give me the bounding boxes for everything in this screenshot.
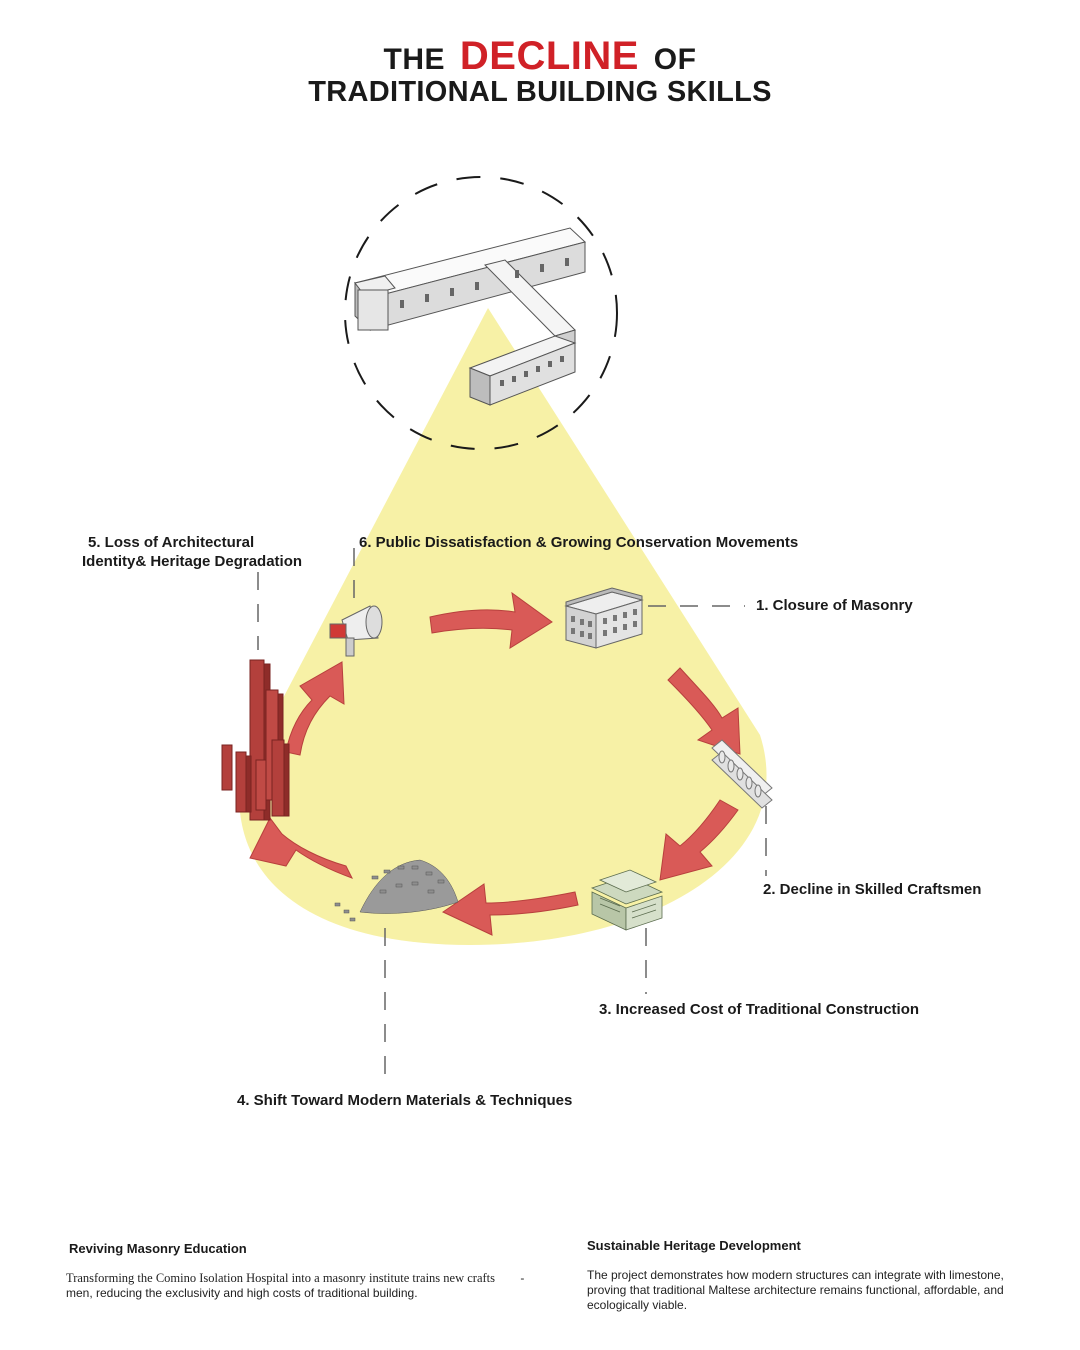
- footer-right-heading: Sustainable Heritage Development: [587, 1238, 801, 1253]
- arrow-6-to-1: [429, 591, 553, 649]
- step-1-label: 1. Closure of Masonry: [756, 597, 913, 614]
- footer-right-line2: proving that traditional Maltese archite…: [587, 1283, 1004, 1297]
- title-the: THE: [383, 43, 446, 76]
- footer-left-line1: Transforming the Comino Isolation Hospit…: [66, 1271, 495, 1285]
- balustrade-icon: [711, 739, 773, 809]
- page-title-line1: THE DECLINE OF: [0, 34, 1080, 79]
- footer-left-line1-dash: -: [520, 1271, 525, 1285]
- step-5-label-line2: Identity& Heritage Degradation: [82, 553, 303, 570]
- towers-icon: [221, 659, 290, 821]
- magnifier-circle: [344, 176, 618, 450]
- title-of: OF: [653, 43, 697, 76]
- building-icon: [564, 587, 644, 649]
- arrow-2-to-3: [659, 799, 739, 881]
- footer-left-line2: men, reducing the exclusivity and high c…: [66, 1286, 418, 1300]
- step-5-label-line1: 5. Loss of Architectural: [88, 534, 255, 551]
- step-5-label: 5. Loss of Architectural Identity& Herit…: [82, 533, 302, 571]
- megaphone-icon: [329, 605, 383, 657]
- hospital-building-icon: [354, 227, 587, 406]
- cycle-arrows: [249, 591, 741, 936]
- money-stack-icon: [590, 869, 664, 931]
- footer-left-text: Transforming the Comino Isolation Hospit…: [66, 1271, 546, 1301]
- step-2-label: 2. Decline in Skilled Craftsmen: [763, 881, 982, 898]
- step-3-label: 3. Increased Cost of Traditional Constru…: [599, 1001, 920, 1018]
- arrow-5-to-6: [285, 661, 345, 756]
- arrow-3-to-4: [441, 883, 579, 936]
- page-title-line2: TRADITIONAL BUILDING SKILLS: [308, 76, 772, 108]
- step-6-label: 6. Public Dissatisfaction & Growing Cons…: [359, 534, 799, 551]
- footer-right-line3: ecologically viable.: [587, 1298, 688, 1312]
- leader-lines: [257, 548, 767, 1086]
- footer-left-heading: Reviving Masonry Education: [69, 1241, 247, 1256]
- title-accent-decline: DECLINE: [459, 34, 639, 78]
- footer-right-text: The project demonstrates how modern stru…: [587, 1268, 1067, 1313]
- rubble-pile-icon: [334, 859, 459, 922]
- footer-right-line1: The project demonstrates how modern stru…: [587, 1268, 1004, 1282]
- step-4-label: 4. Shift Toward Modern Materials & Techn…: [237, 1092, 573, 1109]
